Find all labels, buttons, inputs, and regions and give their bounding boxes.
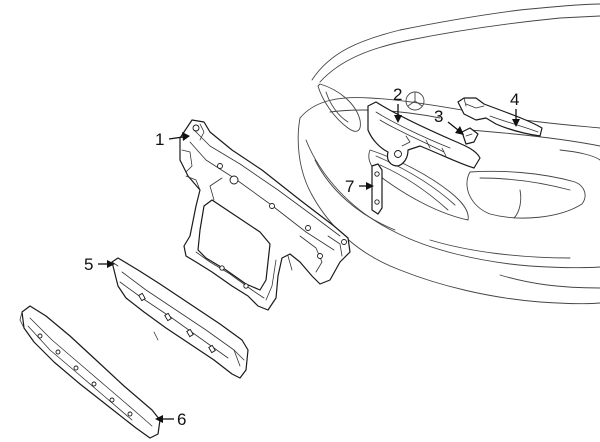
callout-7: 7	[345, 177, 374, 196]
part-3-clip	[461, 127, 479, 145]
callout-1: 1	[155, 130, 190, 149]
callout-3: 3	[434, 107, 464, 135]
callout-3-label: 3	[434, 107, 443, 126]
callout-1-label: 1	[155, 130, 164, 149]
callout-2-label: 2	[393, 85, 402, 104]
callout-2: 2	[393, 85, 402, 123]
callout-4: 4	[510, 90, 520, 127]
callout-5-label: 5	[84, 255, 93, 274]
callout-6: 6	[155, 410, 186, 429]
callout-4-label: 4	[510, 90, 519, 109]
part-7-vertical-bracket	[371, 163, 383, 215]
part-1-radiator-support	[179, 119, 351, 311]
part-4-side-bracket	[457, 97, 543, 137]
vehicle-front-outline	[297, 3, 600, 305]
callout-5: 5	[84, 255, 115, 274]
callout-6-label: 6	[177, 410, 186, 429]
part-6-lower-deflector	[19, 305, 161, 439]
part-5-reinforcement	[111, 257, 249, 379]
callout-7-label: 7	[345, 177, 354, 196]
